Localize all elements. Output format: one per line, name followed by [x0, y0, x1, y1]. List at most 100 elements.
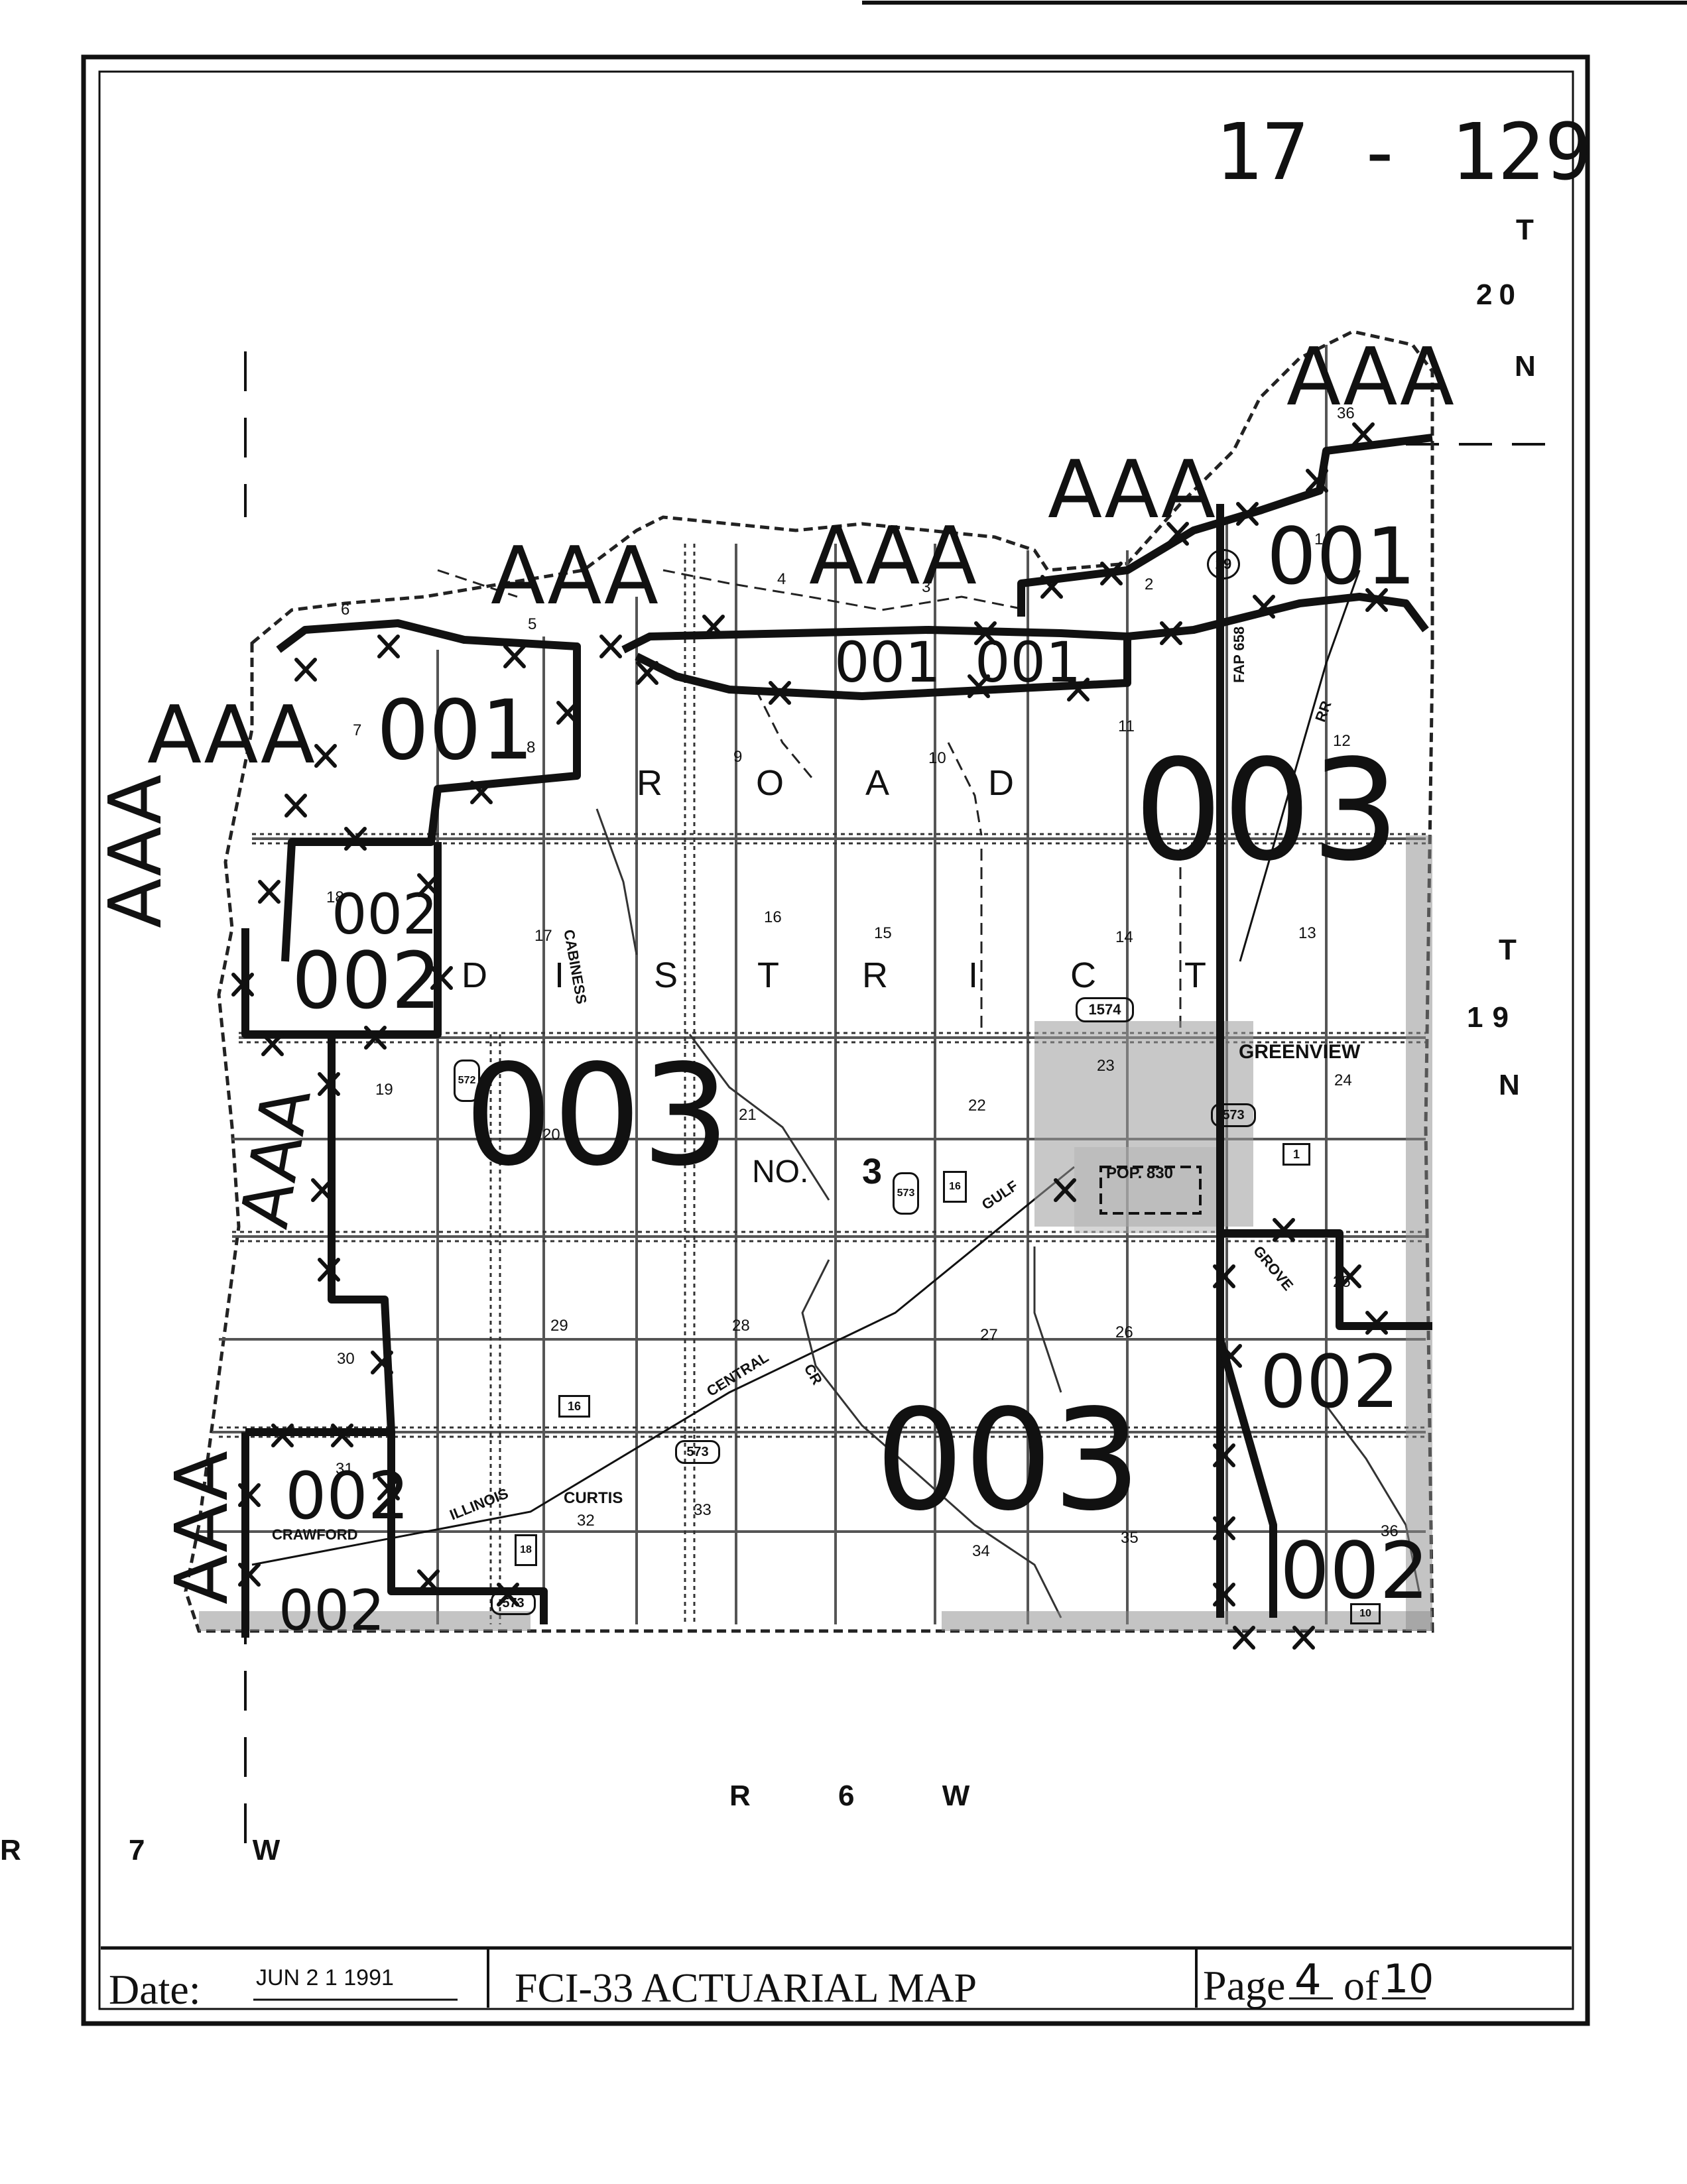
- section-10: 10: [928, 749, 946, 767]
- section-1: 1: [1314, 530, 1324, 548]
- section-26: 26: [1115, 1323, 1133, 1341]
- zone-003-east: 003: [1134, 729, 1400, 892]
- zone-002-bottom-left: 002: [279, 1578, 385, 1643]
- road-letter-a: A: [865, 763, 890, 803]
- section-11: 11: [1118, 717, 1135, 735]
- section-15: 15: [874, 924, 892, 942]
- township-south-t: T: [1499, 934, 1519, 966]
- route-shield-16-a: 16: [558, 1395, 590, 1418]
- section-22: 22: [968, 1097, 986, 1115]
- page-total: 10: [1383, 1956, 1434, 2002]
- section-33: 33: [694, 1501, 712, 1519]
- zone-aaa-west-1: AAA: [147, 690, 315, 782]
- date-value: JUN 2 1 1991: [256, 1965, 394, 1990]
- section-9: 9: [733, 748, 743, 766]
- section-19: 19: [375, 1081, 393, 1099]
- section-6: 6: [341, 601, 350, 619]
- zone-001-north-b: 001: [975, 630, 1082, 695]
- route-shield-10: 10: [1350, 1603, 1381, 1624]
- section-34: 34: [972, 1542, 990, 1560]
- section-12: 12: [1333, 732, 1351, 750]
- district-letter-2: I: [554, 955, 565, 995]
- district-number: 3: [862, 1152, 883, 1191]
- township-north-num: 20: [1476, 278, 1522, 311]
- township-north-n: N: [1515, 350, 1538, 383]
- township-south-n: N: [1499, 1069, 1523, 1101]
- section-27: 27: [980, 1326, 998, 1344]
- place-greenview: GREENVIEW: [1239, 1041, 1361, 1063]
- section-31: 31: [336, 1460, 353, 1478]
- route-shield-16-b: 16: [943, 1171, 967, 1203]
- district-letter-4: T: [757, 955, 779, 995]
- range-west-label: R 7 W: [0, 1834, 307, 1866]
- route-shield-1574: 1574: [1076, 997, 1134, 1022]
- section-17: 17: [534, 927, 552, 945]
- route-shield-573-d: 573: [491, 1591, 536, 1615]
- road-letter-d: D: [988, 763, 1014, 803]
- section-35: 35: [1121, 1529, 1139, 1547]
- section-7: 7: [353, 721, 362, 739]
- place-crawford: CRAWFORD: [272, 1526, 358, 1543]
- date-label: Date:: [109, 1966, 201, 2013]
- of-label: of: [1343, 1962, 1379, 2009]
- zone-002-southeast: 002: [1280, 1525, 1430, 1616]
- district-letter-8: T: [1184, 955, 1206, 995]
- route-shield-573-b: 573: [675, 1440, 720, 1464]
- page-number: 4: [1294, 1956, 1322, 2005]
- township-south-num: 19: [1467, 1001, 1518, 1034]
- zone-aaa-west-4: AAA: [159, 1451, 244, 1605]
- section-8: 8: [527, 739, 536, 757]
- district-no-label: NO.: [752, 1154, 809, 1189]
- road-letter-r: R: [637, 763, 662, 803]
- zone-001-north-a: 001: [834, 630, 941, 695]
- district-letter-1: D: [462, 955, 487, 995]
- map-id: 17 - 129: [1215, 106, 1592, 198]
- section-23: 23: [1097, 1057, 1115, 1075]
- section-36-north: 36: [1337, 404, 1355, 422]
- section-21: 21: [739, 1106, 757, 1124]
- zone-aaa-north-2: AAA: [809, 511, 977, 603]
- section-32: 32: [577, 1512, 595, 1530]
- range-east-label: R 6 W: [729, 1780, 997, 1812]
- place-curtis: CURTIS: [564, 1489, 623, 1507]
- district-letter-7: C: [1070, 955, 1096, 995]
- section-14: 14: [1115, 928, 1133, 946]
- zone-002-west-b: 002: [292, 935, 442, 1026]
- section-16: 16: [764, 908, 782, 926]
- section-5: 5: [528, 615, 537, 633]
- zone-002-east: 002: [1260, 1339, 1399, 1424]
- zone-002-southwest: 002: [285, 1459, 410, 1534]
- zone-003-south: 003: [875, 1379, 1141, 1542]
- road-letter-o: O: [756, 763, 784, 803]
- route-shield-573-c: 573: [893, 1172, 919, 1215]
- zone-aaa-north-3: AAA: [491, 530, 658, 623]
- zone-001-northwest: 001: [377, 683, 534, 778]
- section-18: 18: [326, 888, 344, 906]
- section-13: 13: [1298, 924, 1316, 942]
- section-25: 25: [1333, 1273, 1351, 1291]
- section-24: 24: [1334, 1071, 1352, 1089]
- place-pop: POP. 830: [1106, 1164, 1173, 1182]
- zone-aaa-west-2: AAA: [93, 774, 178, 928]
- section-28: 28: [732, 1317, 750, 1335]
- zone-003-central: 003: [464, 1034, 730, 1197]
- road-fap: FAP 658: [1231, 626, 1247, 683]
- district-letter-5: R: [862, 955, 888, 995]
- route-shield-1: 1: [1282, 1143, 1310, 1166]
- township-north-t: T: [1516, 213, 1536, 246]
- district-letter-6: I: [968, 955, 979, 995]
- zone-aaa-top-right: AAA: [1286, 332, 1454, 424]
- section-3: 3: [922, 578, 931, 596]
- footer-title: FCI-33 ACTUARIAL MAP: [515, 1966, 977, 2011]
- zone-002-west-a: 002: [332, 882, 438, 947]
- zone-aaa-north-1: AAA: [1048, 444, 1216, 536]
- section-29: 29: [550, 1317, 568, 1335]
- section-2: 2: [1145, 576, 1154, 593]
- route-shield-573-a: 573: [1211, 1103, 1256, 1127]
- route-shield-18: 18: [515, 1534, 537, 1566]
- section-30: 30: [337, 1350, 355, 1368]
- district-letter-3: S: [654, 955, 678, 995]
- section-20: 20: [542, 1126, 560, 1144]
